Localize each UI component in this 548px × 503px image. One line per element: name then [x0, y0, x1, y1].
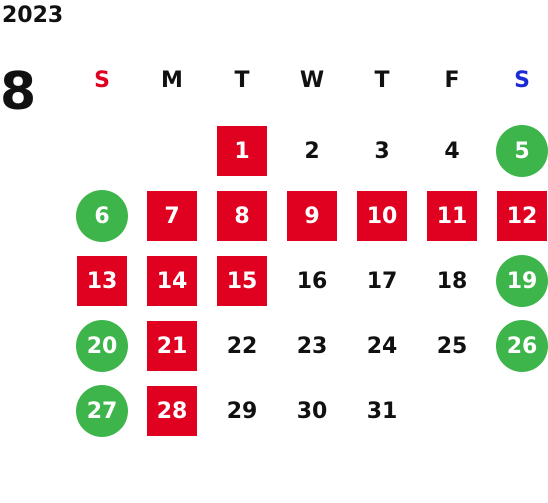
weekday-header-wednesday: W [299, 68, 325, 93]
calendar-day-18[interactable]: 18 [436, 268, 468, 294]
calendar-day-7[interactable]: 7 [147, 191, 197, 241]
calendar-day-5[interactable]: 5 [496, 125, 548, 177]
weekday-header-thursday: T [374, 68, 390, 93]
calendar-day-26[interactable]: 26 [496, 320, 548, 372]
calendar-day-8[interactable]: 8 [217, 191, 267, 241]
calendar-day-3[interactable]: 3 [374, 138, 390, 164]
calendar-day-20[interactable]: 20 [76, 320, 128, 372]
calendar-day-27[interactable]: 27 [76, 385, 128, 437]
calendar-day-17[interactable]: 17 [366, 268, 398, 294]
calendar-day-21[interactable]: 21 [147, 321, 197, 371]
calendar-day-10[interactable]: 10 [357, 191, 407, 241]
calendar-day-22[interactable]: 22 [226, 333, 258, 359]
weekday-header-monday: M [161, 68, 183, 93]
weekday-header-tuesday: T [234, 68, 250, 93]
calendar-year: 2023 [2, 3, 64, 28]
calendar-day-11[interactable]: 11 [427, 191, 477, 241]
calendar-day-13[interactable]: 13 [77, 256, 127, 306]
calendar-day-28[interactable]: 28 [147, 386, 197, 436]
calendar-day-31[interactable]: 31 [366, 398, 398, 424]
calendar-day-29[interactable]: 29 [226, 398, 258, 424]
calendar-day-19[interactable]: 19 [496, 255, 548, 307]
calendar-day-24[interactable]: 24 [366, 333, 398, 359]
calendar-day-12[interactable]: 12 [497, 191, 547, 241]
calendar-day-25[interactable]: 25 [436, 333, 468, 359]
weekday-header-sunday: S [94, 68, 110, 93]
calendar-day-15[interactable]: 15 [217, 256, 267, 306]
calendar-day-23[interactable]: 23 [296, 333, 328, 359]
weekday-header-saturday: S [514, 68, 530, 93]
calendar-day-16[interactable]: 16 [296, 268, 328, 294]
calendar-day-1[interactable]: 1 [217, 126, 267, 176]
calendar-month: 8 [0, 62, 37, 122]
calendar-day-14[interactable]: 14 [147, 256, 197, 306]
calendar-day-2[interactable]: 2 [304, 138, 320, 164]
calendar-day-30[interactable]: 30 [296, 398, 328, 424]
weekday-header-friday: F [444, 68, 460, 93]
calendar-day-4[interactable]: 4 [444, 138, 460, 164]
calendar-day-6[interactable]: 6 [76, 190, 128, 242]
calendar-day-9[interactable]: 9 [287, 191, 337, 241]
